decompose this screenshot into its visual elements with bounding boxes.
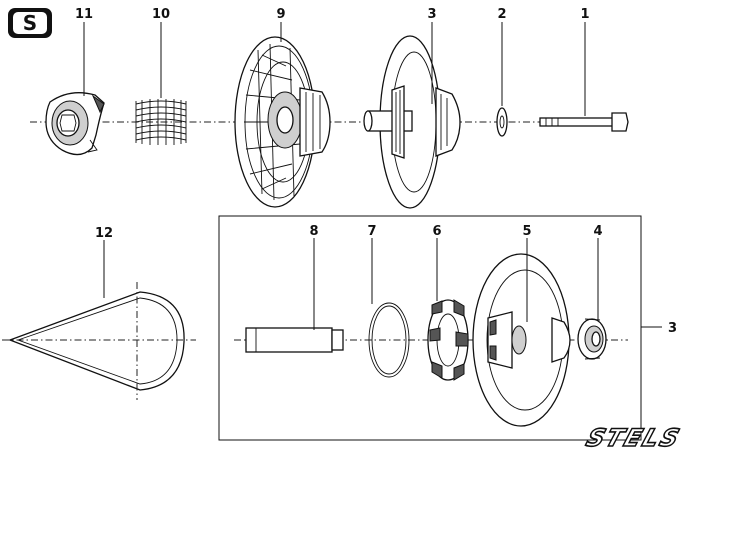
part-4-bearing bbox=[577, 318, 607, 360]
brand-logo: S bbox=[8, 8, 52, 38]
part-12-belt bbox=[2, 282, 196, 400]
part-2-washer bbox=[496, 107, 508, 137]
part-9-movable-sheave bbox=[234, 36, 331, 208]
callout-6: 6 bbox=[432, 224, 441, 239]
part-5-drive-face bbox=[472, 253, 571, 427]
part-8-sleeve bbox=[245, 327, 344, 353]
callout-8: 8 bbox=[309, 224, 318, 239]
part-3-drive-face-assembly bbox=[363, 35, 461, 209]
brand-wordmark: STELS bbox=[583, 424, 685, 452]
callout-1: 1 bbox=[580, 7, 589, 22]
callout-7: 7 bbox=[367, 224, 376, 239]
part-7-o-ring bbox=[368, 302, 410, 378]
sub-assembly-frame bbox=[218, 215, 642, 441]
callout-9: 9 bbox=[276, 7, 285, 22]
part-1-bolt bbox=[539, 112, 629, 132]
brand-logo-letter: S bbox=[23, 11, 37, 35]
callout-3-top: 3 bbox=[427, 7, 436, 22]
callout-4: 4 bbox=[593, 224, 602, 239]
part-10-spring bbox=[135, 99, 187, 145]
callout-5: 5 bbox=[522, 224, 531, 239]
callout-12: 12 bbox=[95, 226, 113, 241]
callout-10: 10 bbox=[152, 7, 170, 22]
callout-2: 2 bbox=[497, 7, 506, 22]
part-11-cover bbox=[45, 92, 105, 156]
part-6-clutch-ring bbox=[427, 299, 469, 381]
callout-11: 11 bbox=[75, 7, 93, 22]
callout-3-right: 3 bbox=[668, 321, 677, 336]
